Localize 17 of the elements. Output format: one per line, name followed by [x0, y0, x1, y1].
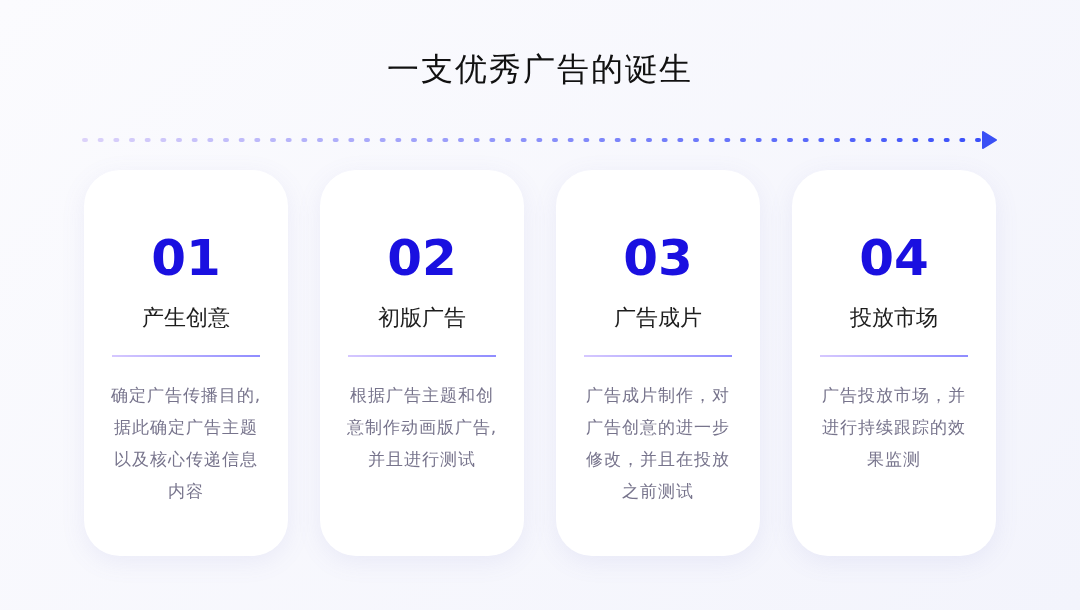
step-card — [84, 170, 288, 556]
step-card — [320, 170, 524, 556]
step-number: 02 — [386, 228, 458, 288]
step-heading: 广告成片 — [613, 304, 703, 332]
step-heading: 投放市场 — [849, 304, 939, 332]
step-description: 根据广告主题和创意制作动画版广告,并且进行测试 — [346, 384, 498, 471]
step-heading: 产生创意 — [141, 304, 231, 332]
step-card — [556, 170, 760, 556]
step-description: 广告投放市场，并进行持续跟踪的效果监测 — [821, 384, 967, 471]
step-description: 确定广告传播目的,据此确定广告主题以及核心传递信息内容 — [110, 384, 262, 503]
step-number: 03 — [622, 228, 694, 288]
step-number: 04 — [858, 228, 930, 288]
step-number: 01 — [150, 228, 222, 288]
title: 一支优秀广告的诞生 — [386, 49, 694, 90]
step-heading: 初版广告 — [377, 304, 467, 332]
step-description: 广告成片制作，对广告创意的进一步修改，并且在投放之前测试 — [585, 384, 731, 503]
step-card — [792, 170, 996, 556]
